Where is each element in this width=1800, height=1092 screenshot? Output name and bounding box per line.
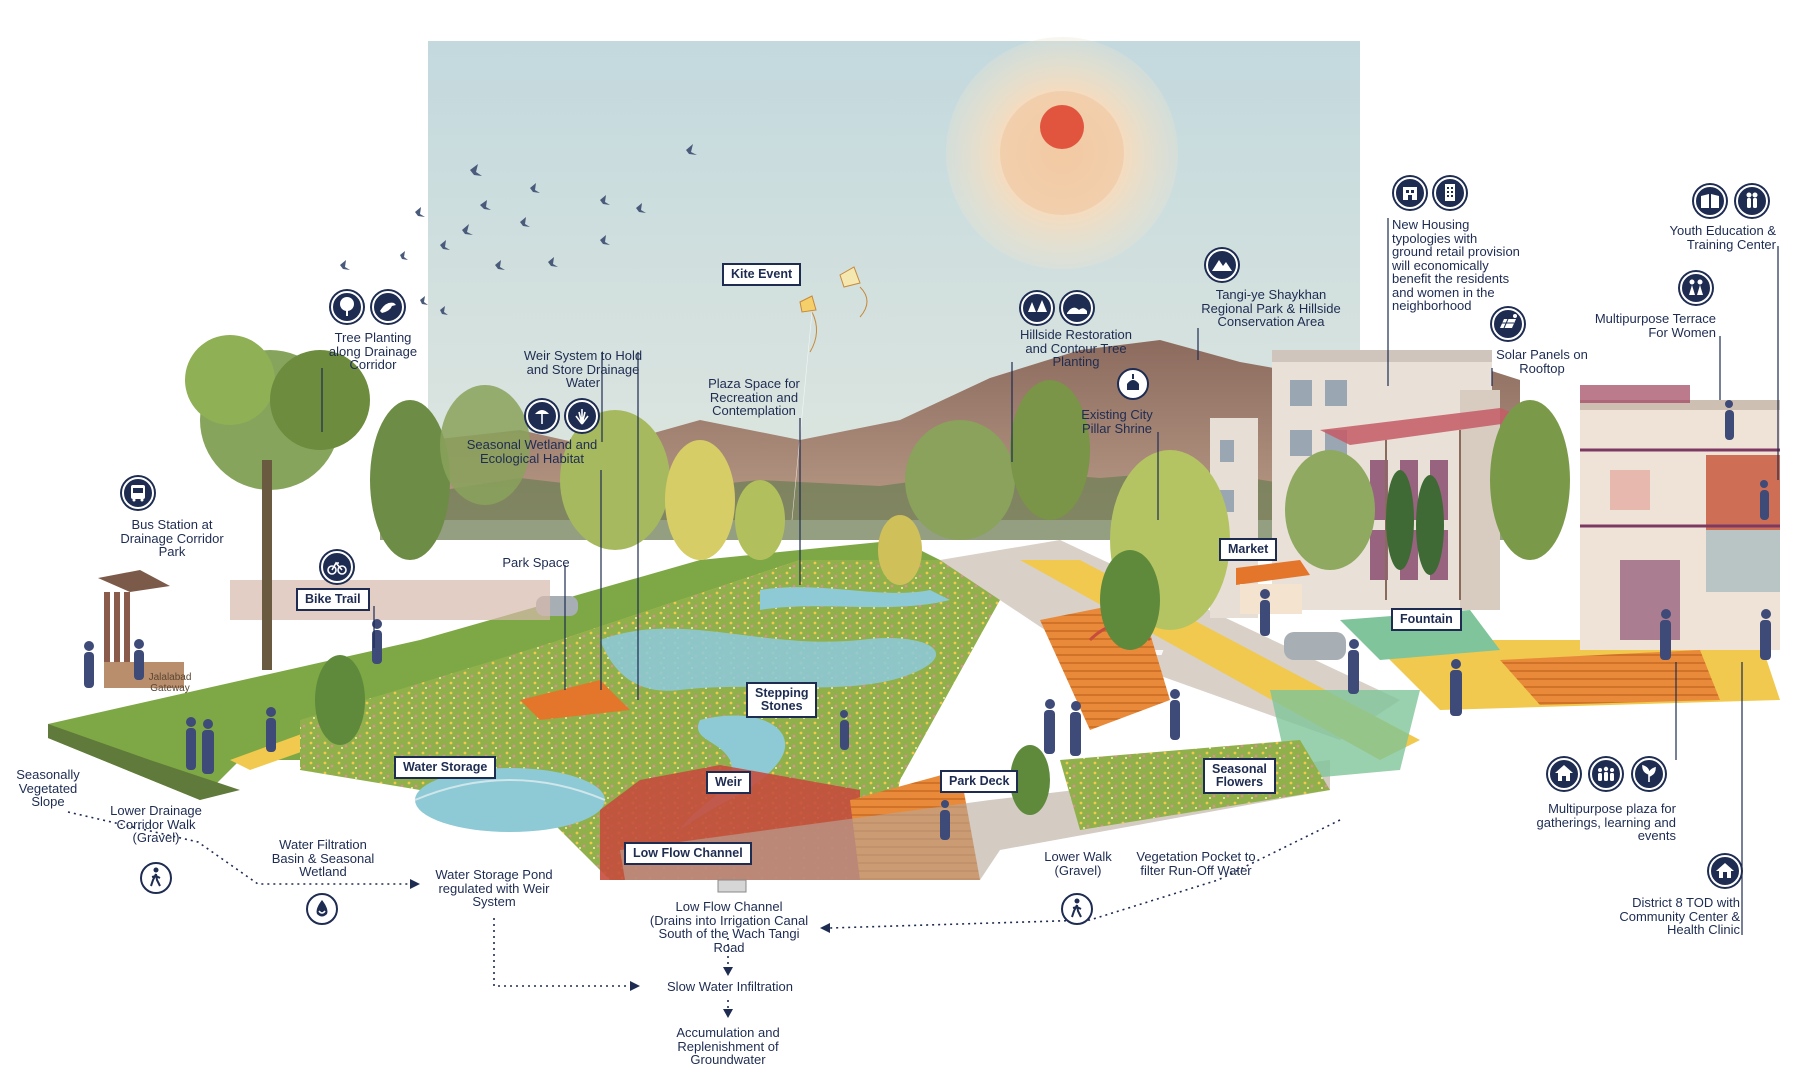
gateway-sign: Jalalabad Gateway [148, 672, 192, 694]
lower-walk-note: Lower Walk (Gravel) [1044, 849, 1112, 878]
park-space-note: Park Space [502, 555, 570, 570]
kite-event-label: Kite Event [722, 263, 802, 286]
bird-icon [372, 291, 404, 323]
family-icon [1736, 185, 1768, 217]
hills-icon [1061, 292, 1093, 324]
new-housing-note: New Housing typologies with ground retai… [1392, 217, 1520, 313]
water-storage-label: Water Storage [394, 756, 497, 779]
market-label: Market [1219, 538, 1278, 561]
pedestrian-icon [140, 862, 172, 894]
plaza-space-note: Plaza Space for Recreation and Contempla… [708, 376, 800, 418]
accumulation-note: Accumulation and Replenishment of Ground… [676, 1025, 780, 1067]
forest-icon [1021, 292, 1053, 324]
housing-icon [1394, 177, 1426, 209]
bike-trail-label: Bike Trail [296, 588, 370, 611]
kites [791, 266, 868, 521]
multipurpose-terrace-note: Multipurpose Terrace For Women [1594, 311, 1716, 340]
wetland-grass-icon [566, 400, 598, 432]
lower-drainage-walk-note: Lower Drainage Corridor Walk (Gravel) [110, 803, 202, 845]
community-icon [1548, 758, 1580, 790]
leader-lines [321, 218, 1779, 935]
solar-panel-icon [1492, 308, 1524, 340]
weir-system-note: Weir System to Hold and Store Drainage W… [523, 348, 643, 390]
tree-planting-note: Tree Planting along Drainage Corridor [328, 330, 418, 372]
birds [340, 144, 697, 315]
sun [1040, 105, 1084, 149]
park-deck-label: Park Deck [940, 770, 1019, 793]
tangi-park-note: Tangi-ye Shaykhan Regional Park & Hillsi… [1201, 287, 1341, 329]
tod-building [1580, 385, 1780, 650]
low-flow-channel-note: Low Flow Channel (Drains into Irrigation… [649, 899, 809, 955]
seasonal-flowers-label: Seasonal Flowers [1203, 758, 1276, 794]
district-tod-note: District 8 TOD with Community Center & H… [1619, 895, 1740, 937]
vegetation-pocket-note: Vegetation Pocket to filter Run-Off Wate… [1136, 849, 1256, 878]
plant-icon [1633, 758, 1665, 790]
bicycle-icon [321, 551, 353, 583]
weir-label: Weir [706, 771, 751, 794]
hillside-restoration-note: Hillside Restoration and Contour Tree Pl… [1020, 327, 1132, 369]
bus-icon [122, 477, 154, 509]
water-drop-icon [306, 893, 338, 925]
building-icon [1434, 177, 1466, 209]
tree-icon [331, 291, 363, 323]
youth-education-note: Youth Education & Training Center [1669, 223, 1777, 252]
shrine-icon [1117, 368, 1149, 400]
trees [185, 335, 1570, 815]
book-icon [1694, 185, 1726, 217]
water-filtration-note: Water Filtration Basin & Seasonal Wetlan… [271, 837, 375, 879]
solar-panels-note: Solar Panels on Rooftop [1496, 347, 1588, 376]
people-icon [1590, 758, 1622, 790]
existing-shrine-note: Existing City Pillar Shrine [1081, 407, 1153, 436]
low-flow-channel-label: Low Flow Channel [624, 842, 752, 865]
multipurpose-plaza-note: Multipurpose plaza for gatherings, learn… [1536, 801, 1677, 843]
people [84, 400, 1771, 840]
bus-station-note: Bus Station at Drainage Corridor Park [120, 517, 224, 559]
flow-arrows [67, 811, 1341, 1012]
bus-station [98, 570, 550, 688]
mountain-icon [1206, 249, 1238, 281]
home-icon [1709, 855, 1741, 887]
water-storage-pond-note: Water Storage Pond regulated with Weir S… [435, 867, 553, 909]
women-icon [1680, 272, 1712, 304]
seasonally-vegetated-note: Seasonally Vegetated Slope [16, 767, 80, 809]
stepping-stones-label: Stepping Stones [746, 682, 818, 718]
fountain-label: Fountain [1391, 608, 1462, 631]
wetland-icon [526, 400, 558, 432]
slow-infiltration-note: Slow Water Infiltration [667, 979, 793, 994]
pedestrian-icon-right [1061, 893, 1093, 925]
seasonal-wetland-note: Seasonal Wetland and Ecological Habitat [466, 437, 598, 466]
